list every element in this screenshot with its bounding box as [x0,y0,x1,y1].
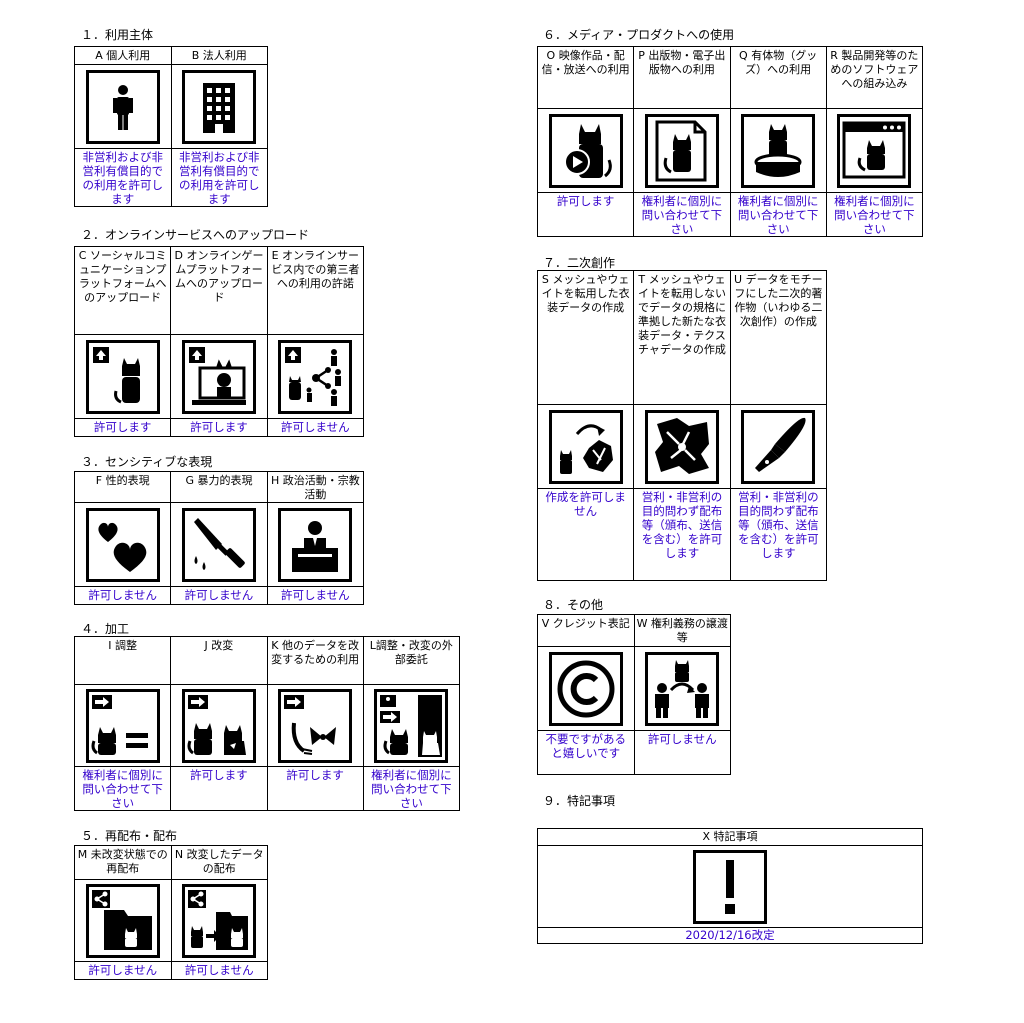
header-e: E オンラインサービス内での第三者への利用の許諾 [266,246,365,335]
building-icon [182,69,257,144]
status-q: 権利者に個別に問い合わせて下さい [729,192,827,237]
modify-icon [181,688,256,763]
status-r: 権利者に個別に問い合わせて下さい [825,192,924,237]
header-i: I 調整 [73,636,172,685]
header-k: K 他のデータを改変するための利用 [266,636,364,685]
processing-table: I 調整 J 改変 K 他のデータを改変するための利用 L調整・改変の外部委託 … [73,636,461,811]
redistribution-table: M 未改変状態での再配布 N 改変したデータの配布 許可しません 許可しません [74,845,268,980]
header-l: L調整・改変の外部委託 [362,636,461,685]
transfer-icon [645,651,720,726]
mesh-transfer-icon [548,409,623,484]
derivative-table: S メッシュやウェイトを転用した衣装データの作成 T メッシュやウェイトを転用し… [536,270,828,581]
status-u: 営利・非営利の目的問わず配布等（頒布、送信を含む）を許可します [729,488,828,581]
knife-icon [181,507,256,582]
upload-screen-icon [181,339,256,414]
goods-icon [741,113,816,188]
share-users-icon [278,339,353,414]
header-t: T メッシュやウェイトを転用しないでデータの規格に準拠した新たな衣装データ・テク… [633,270,731,405]
sensitive-table: F 性的表現 G 暴力的表現 H 政治活動・宗教活動 許可しません 許可しません… [73,471,365,605]
status-l: 権利者に個別に問い合わせて下さい [362,766,461,811]
header-q: Q 有体物（グッズ）への利用 [729,46,827,109]
revision-date: 2020/12/16改定 [537,927,923,944]
online-upload-table: C ソーシャルコミュニケーションプラットフォームへのアップロード D オンライン… [73,246,365,437]
header-j: J 改変 [170,636,268,685]
header-r: R 製品開発等のためのソフトウェアへの組み込み [825,46,924,109]
status-i: 権利者に個別に問い合わせて下さい [73,766,172,811]
pen-icon [741,409,816,484]
section-title-redistribution: ５．再配布・配布 [81,829,178,843]
status-f: 許可しません [73,586,172,605]
status-d: 許可します [170,418,268,437]
header-b: B 法人利用 [170,46,268,65]
header-m: M 未改変状態での再配布 [74,845,172,880]
status-k: 許可します [266,766,364,811]
section-title-derivative: ７．二次創作 [543,256,616,270]
header-c: C ソーシャルコミュニケーションプラットフォームへのアップロード [73,246,172,335]
media-table: O 映像作品・配信・放送への利用 P 出版物・電子出版物への利用 Q 有体物（グ… [536,46,924,237]
distribute-modified-icon [182,883,257,958]
notes-box-title: X 特記事項 [537,828,923,846]
header-o: O 映像作品・配信・放送への利用 [536,46,635,109]
hearts-icon [85,507,160,582]
section-title-processing: ４．加工 [81,622,130,636]
header-a: A 個人利用 [74,46,172,65]
section-title-other: ８．その他 [543,598,604,612]
header-s: S メッシュやウェイトを転用した衣装データの作成 [536,270,635,405]
adjust-icon [85,688,160,763]
header-n: N 改変したデータの配布 [170,845,268,880]
person-icon [85,69,160,144]
section-title-notes: ９．特記事項 [543,794,616,808]
status-h: 許可しません [266,586,365,605]
header-f: F 性的表現 [73,471,172,503]
header-v: V クレジット表記 [537,614,635,647]
other-table: V クレジット表記 W 権利義務の譲渡等 不要ですがあると嬉しいです 許可しませ… [537,614,731,775]
outsource-icon [374,688,449,763]
notes-table: X 特記事項 2020/12/16改定 [537,828,923,944]
header-w: W 権利義務の譲渡等 [633,614,731,647]
copyright-icon [548,651,623,726]
header-d: D オンラインゲームプラットフォームへのアップロード [170,246,268,335]
section-title-online-upload: ２．オンラインサービスへのアップロード [81,228,310,242]
publication-icon [644,113,719,188]
status-p: 権利者に個別に問い合わせて下さい [633,192,731,237]
status-w: 許可しません [633,730,731,775]
status-e: 許可しません [266,418,365,437]
podium-icon [278,507,353,582]
status-b: 非営利および非営利有償目的での利用を許可します [170,148,268,207]
usage-subject-table: A 個人利用 B 法人利用 非営利および非営利有償目的での利用を許可します 非営… [74,46,268,207]
status-j: 許可します [170,766,268,811]
section-title-media: ６．メディア・プロダクトへの使用 [543,28,735,42]
video-icon [548,113,623,188]
status-v: 不要ですがあると嬉しいです [537,730,635,775]
status-g: 許可しません [170,586,268,605]
software-icon [837,113,912,188]
status-o: 許可します [536,192,635,237]
fabric-icon [644,409,719,484]
status-t: 営利・非営利の目的問わず配布等（頒布、送信を含む）を許可します [633,488,731,581]
status-c: 許可します [73,418,172,437]
section-title-usage-subject: １．利用主体 [81,28,154,42]
status-a: 非営利および非営利有償目的での利用を許可します [74,148,172,207]
status-m: 許可しません [74,961,172,980]
header-h: H 政治活動・宗教活動 [266,471,365,503]
header-g: G 暴力的表現 [170,471,268,503]
status-n: 許可しません [170,961,268,980]
header-u: U データをモチーフにした二次的著作物（いわゆる二次創作）の作成 [729,270,828,405]
exclamation-icon [693,849,767,924]
use-data-icon [278,688,353,763]
status-s: 作成を許可しません [536,488,635,581]
header-p: P 出版物・電子出版物への利用 [633,46,731,109]
redistribute-icon [85,883,160,958]
upload-avatar-icon [85,339,160,414]
section-title-sensitive: ３．センシティブな表現 [81,455,213,469]
